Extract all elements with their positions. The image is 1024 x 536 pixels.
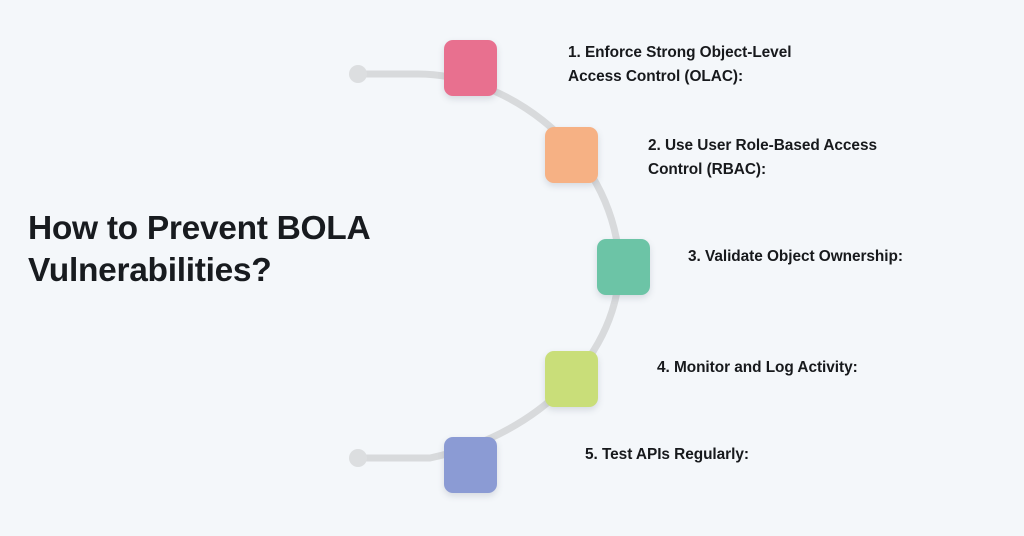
step-node-3[interactable] [597,239,650,295]
step-label-4: 4. Monitor and Log Activity: [657,359,858,376]
step-label-1: 1. Enforce Strong Object-Level Access Co… [568,44,792,86]
step-label-5: 5. Test APIs Regularly: [585,446,749,463]
step-node-4[interactable] [545,351,598,407]
step-label-3: 3. Validate Object Ownership: [688,248,903,265]
step-node-5[interactable] [444,437,497,493]
step-node-2[interactable] [545,127,598,183]
step-node-1[interactable] [444,40,497,96]
page-title: How to Prevent BOLA Vulnerabilities? [28,210,371,290]
curve-end-dot-icon [349,449,367,467]
step-label-2: 2. Use User Role-Based Access Control (R… [648,137,877,179]
curve-start-dot-icon [349,65,367,83]
